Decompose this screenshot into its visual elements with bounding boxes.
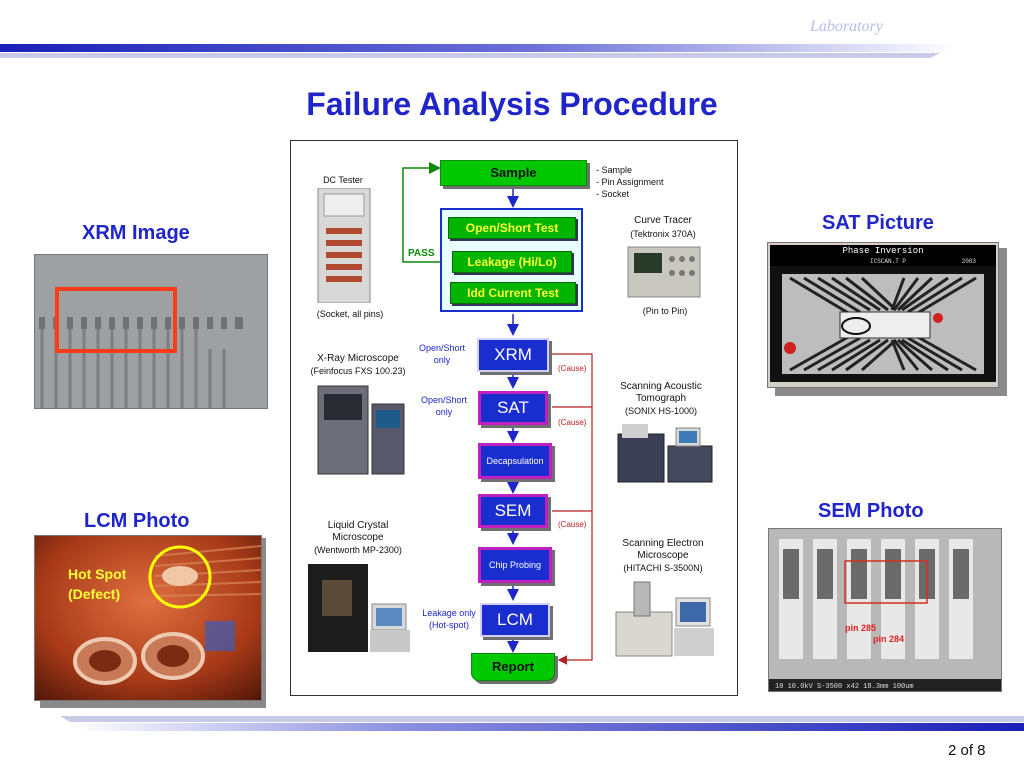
sem-step: SEM (478, 494, 548, 528)
sem-instrument-image (615, 581, 714, 657)
sem-photo: pin 285 pin 284 10 10.0kV S-3500 x42 18.… (768, 528, 1002, 692)
sat-picture-heading: SAT Picture (822, 212, 934, 234)
curve-tracer-image (627, 246, 701, 298)
curve-tracer-note: (Pin to Pin) (642, 306, 688, 316)
leakage-test-step: Leakage (Hi/Lo) (452, 251, 572, 273)
xray-model: (Feinfocus FXS 100.23) (310, 366, 406, 376)
sat-window: Phase Inversion ICSCAN.T P 2003 (767, 242, 999, 388)
page-title: Failure Analysis Procedure (306, 86, 718, 122)
dc-tester-image (317, 188, 371, 303)
lcm-step: LCM (480, 603, 550, 637)
sample-note-3: - Socket (596, 189, 630, 199)
open-short-test-step: Open/Short Test (448, 217, 576, 239)
sam-name-2: Tomograph (635, 393, 687, 404)
flow-frame (290, 140, 738, 696)
lcm-condition-2: (Hot-spot) (428, 620, 469, 630)
sat-step: SAT (478, 391, 548, 425)
sat-status-bar: ICSCAN.T P 2003 (770, 257, 996, 266)
xray-microscope-image (317, 385, 405, 475)
cause-label-sat: (Cause) (558, 418, 587, 427)
xrm-image-heading: XRM Image (82, 222, 190, 244)
sem-pin-285: pin 285 (845, 623, 876, 633)
sat-condition-1: Open/Short (420, 395, 468, 405)
page-number: 2 of 8 (948, 742, 986, 759)
sam-label: Scanning Acoustic Tomograph (SONIX HS-10… (606, 381, 716, 417)
sat-window-title: Phase Inversion (770, 245, 996, 257)
sem-pin-284: pin 284 (873, 634, 904, 644)
xrm-highlight-box (55, 287, 177, 353)
sample-note-2: - Pin Assignment (596, 177, 664, 187)
xray-name: X-Ray Microscope (317, 353, 399, 364)
cause-label-sem: (Cause) (558, 520, 587, 529)
cause-label-xrm: (Cause) (558, 364, 587, 373)
xrm-condition: Open/Short only (410, 342, 474, 366)
xrm-step: XRM (477, 338, 549, 372)
dc-tester-note: (Socket, all pins) (316, 309, 384, 319)
sat-status-right: 2003 (961, 258, 976, 265)
sat-condition: Open/Short only (412, 394, 476, 418)
lcm-condition: Leakage only (Hot-spot) (412, 607, 486, 631)
idd-current-test-step: Idd Current Test (450, 282, 576, 304)
sem-model: (HITACHI S-3500N) (623, 563, 703, 573)
lcm-condition-1: Leakage only (422, 608, 476, 618)
report-step: Report (471, 653, 555, 681)
header-swoosh (0, 44, 960, 58)
pass-label: PASS (408, 248, 435, 259)
curve-tracer-label: Curve Tracer (634, 215, 692, 226)
hotspot-line2: (Defect) (68, 586, 121, 602)
sample-note-1: - Sample (596, 165, 633, 175)
sam-name-1: Scanning Acoustic (620, 381, 702, 392)
sample-notes: - Sample - Pin Assignment - Socket (596, 164, 664, 200)
sat-condition-2: only (435, 407, 453, 417)
lcm-microscope-image (308, 564, 410, 652)
lcm-instrument-label: Liquid Crystal Microscope (Wentworth MP-… (300, 520, 416, 556)
dc-tester-label: DC Tester (323, 175, 363, 185)
lcm-photo (34, 535, 262, 701)
chip-probing-step: Chip Probing (478, 547, 552, 583)
lcm-model: (Wentworth MP-2300) (314, 545, 402, 555)
sem-name-1: Scanning Electron (622, 538, 704, 549)
lab-label: Laboratory (810, 18, 883, 35)
lcm-photo-heading: LCM Photo (84, 510, 190, 532)
sat-status-left: ICSCAN.T P (870, 258, 907, 265)
sam-image (617, 424, 713, 483)
sem-photo-heading: SEM Photo (818, 500, 924, 522)
xray-label: X-Ray Microscope (Feinfocus FXS 100.23) (302, 353, 414, 377)
lcm-name-2: Microscope (332, 532, 384, 543)
footer-swoosh (60, 716, 1024, 731)
sample-step: Sample (440, 160, 587, 186)
lcm-name-1: Liquid Crystal (327, 520, 389, 531)
curve-tracer-model: (Tektronix 370A) (630, 229, 696, 239)
sem-footer-text: 10 10.0kV S-3500 x42 18.3mm 100um (775, 683, 914, 691)
sem-name-2: Microscope (637, 550, 689, 561)
hotspot-line1: Hot Spot (68, 566, 127, 582)
sam-model: (SONIX HS-1000) (624, 406, 698, 416)
sat-scan-image (770, 266, 996, 382)
xrm-condition-2: only (433, 355, 451, 365)
xrm-condition-1: Open/Short (418, 343, 466, 353)
hotspot-label: Hot Spot (Defect) (68, 564, 126, 604)
sem-instrument-label: Scanning Electron Microscope (HITACHI S-… (608, 538, 718, 574)
xrm-image (34, 254, 268, 409)
decapsulation-step: Decapsulation (478, 443, 552, 479)
hotspot-circle (148, 545, 212, 609)
